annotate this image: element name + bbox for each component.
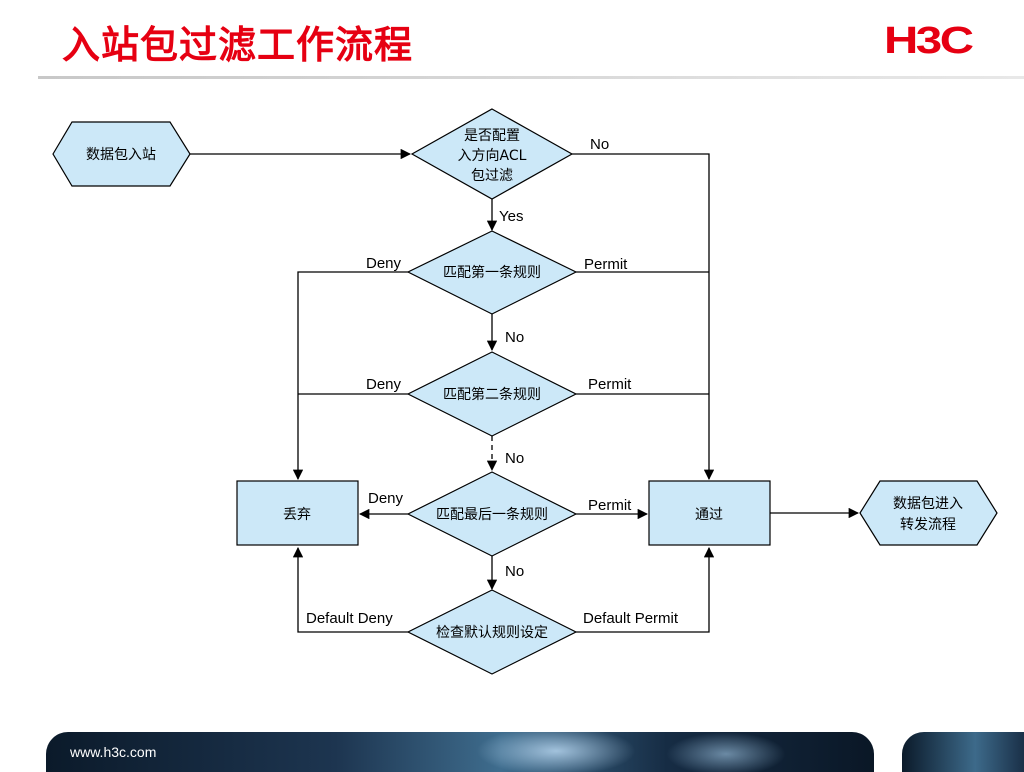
label-rule2-permit: Permit	[588, 376, 632, 393]
node-forward-hexagon	[859, 480, 998, 546]
node-pass-label: 通过	[695, 507, 723, 523]
label-rule2-no: No	[505, 450, 524, 467]
node-forward-label-line1: 数据包进入	[893, 496, 963, 512]
edge-default-permit	[576, 546, 715, 633]
footer-shine	[476, 732, 636, 772]
node-discard-box	[236, 480, 359, 546]
page-title: 入站包过滤工作流程	[62, 23, 414, 67]
node-start-label: 数据包入站	[86, 147, 156, 163]
label-last-permit: Permit	[588, 497, 632, 514]
edge-acl-no	[572, 153, 715, 481]
label-default-permit: Default Permit	[583, 610, 679, 627]
label-rule1-no: No	[505, 329, 524, 346]
label-rule1-deny: Deny	[366, 255, 402, 272]
node-acl-label-line2: 入方向ACL	[458, 148, 527, 164]
node-last-label: 匹配最后一条规则	[436, 506, 548, 523]
footer-banner-right	[902, 732, 1024, 772]
node-last-diamond	[406, 471, 578, 557]
footer-url[interactable]: www.h3c.com	[70, 744, 157, 760]
h3c-logo: H3C	[884, 20, 974, 62]
footer-shine-secondary	[666, 732, 786, 772]
label-last-deny: Deny	[368, 490, 404, 507]
node-start-hexagon	[52, 121, 191, 187]
label-default-deny: Default Deny	[306, 610, 393, 627]
node-acl-diamond	[410, 108, 574, 200]
node-forward-label-line2: 转发流程	[900, 517, 956, 533]
title-divider	[38, 76, 1024, 79]
footer-banner	[46, 732, 874, 772]
node-rule2-diamond	[406, 351, 578, 437]
edge-rule1-deny	[292, 271, 408, 481]
edge-default-deny	[292, 546, 408, 633]
label-last-no: No	[505, 563, 524, 580]
label-rule2-deny: Deny	[366, 376, 402, 393]
node-acl-label-line3: 包过滤	[471, 168, 513, 184]
node-pass-box	[648, 480, 771, 546]
node-default-diamond	[406, 589, 578, 675]
node-acl-label-line1: 是否配置	[464, 128, 520, 144]
label-acl-no: No	[590, 136, 609, 153]
node-rule1-diamond	[406, 230, 578, 315]
node-discard-label: 丢弃	[283, 507, 311, 523]
node-rule1-label: 匹配第一条规则	[443, 264, 541, 281]
label-acl-yes: Yes	[499, 208, 523, 225]
label-rule1-permit: Permit	[584, 256, 628, 273]
node-default-label: 检查默认规则设定	[436, 625, 548, 641]
node-rule2-label: 匹配第二条规则	[443, 386, 541, 403]
